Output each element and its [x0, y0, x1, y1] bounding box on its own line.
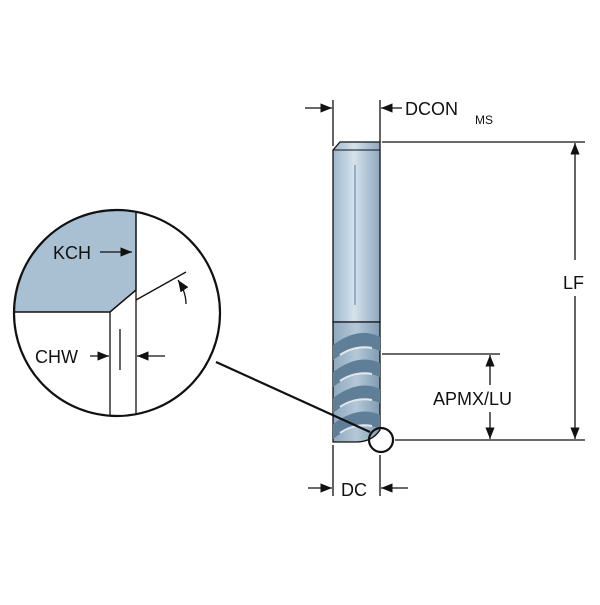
chw-label: CHW [35, 347, 78, 367]
tool-flutes [332, 321, 381, 443]
dc-dimension: DC [308, 445, 408, 500]
detail-leader-line [215, 360, 371, 434]
lf-label: LF [563, 273, 584, 293]
kch-label: KCH [53, 243, 91, 263]
apmx-lu-dimension: APMX/LU [382, 353, 512, 439]
dcon-dimension: DCON MS [305, 99, 493, 146]
chamfer-detail-view: KCH CHW [12, 208, 222, 418]
detail-marker-circle [367, 426, 395, 454]
dcon-subscript: MS [475, 113, 493, 127]
apmx-lu-label: APMX/LU [433, 389, 512, 409]
lf-dimension: LF [382, 141, 585, 441]
tool-shank [332, 141, 381, 323]
dc-label: DC [341, 480, 367, 500]
dcon-label: DCON [405, 99, 458, 119]
